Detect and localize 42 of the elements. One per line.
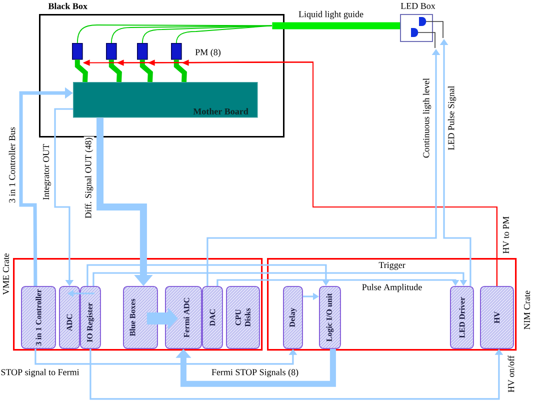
module-label: CPU Disks [236, 308, 250, 327]
module-label: LED Driver [459, 297, 465, 338]
pm-block [72, 43, 83, 60]
arrow [176, 348, 336, 387]
arrow [92, 272, 468, 286]
edge-label: Trigger [378, 261, 406, 271]
module-label: Delay [289, 308, 297, 328]
module-label: ADC [66, 314, 72, 332]
edge-label: Diff. Signal OUT (48) [84, 136, 94, 220]
module-label: DAC [210, 309, 216, 326]
connector-line [108, 60, 122, 82]
connector-line [174, 60, 187, 82]
edge-label: LED Pulse Signal [446, 84, 458, 152]
circuit-board: Mother Board [73, 82, 258, 118]
edge-label: 3 in 1 Controller Bus [8, 126, 16, 204]
crate-label: NIM Crate [524, 290, 530, 330]
frame-title: LED Box [400, 3, 436, 9]
module-label: Logic I/O unit [326, 293, 334, 342]
arrow [86, 264, 330, 286]
frame-title: Black Box [48, 2, 88, 10]
light-guide-label: Liquid light guide [298, 10, 364, 20]
connector-line [74, 60, 88, 82]
edge-label: STOP signal to Fermi [0, 368, 80, 378]
crate-label: VME Crate [2, 253, 10, 295]
pm-block [137, 43, 148, 60]
module-label: Blue Boxes [130, 298, 136, 336]
connector-line [176, 25, 272, 44]
edge-label: HV to PM [502, 215, 510, 255]
connector-line [76, 24, 272, 44]
pm-block [171, 43, 182, 60]
edge-label: Fermi STOP Signals (8) [210, 368, 300, 378]
arrow [216, 279, 460, 286]
edge-label: HV on/off [506, 354, 516, 394]
module-label: Fermi ADC [184, 298, 190, 338]
module-label: 3 in 1 Controller [36, 289, 42, 346]
pm-block [106, 43, 117, 60]
edge-label: Integrator OUT [42, 142, 52, 202]
connector-line [140, 60, 153, 82]
text-label: PM (8) [195, 48, 220, 58]
module-label: HV [494, 312, 500, 324]
module-label: IO Register [86, 302, 94, 342]
edge-label: Continuous ligth level [422, 77, 432, 159]
